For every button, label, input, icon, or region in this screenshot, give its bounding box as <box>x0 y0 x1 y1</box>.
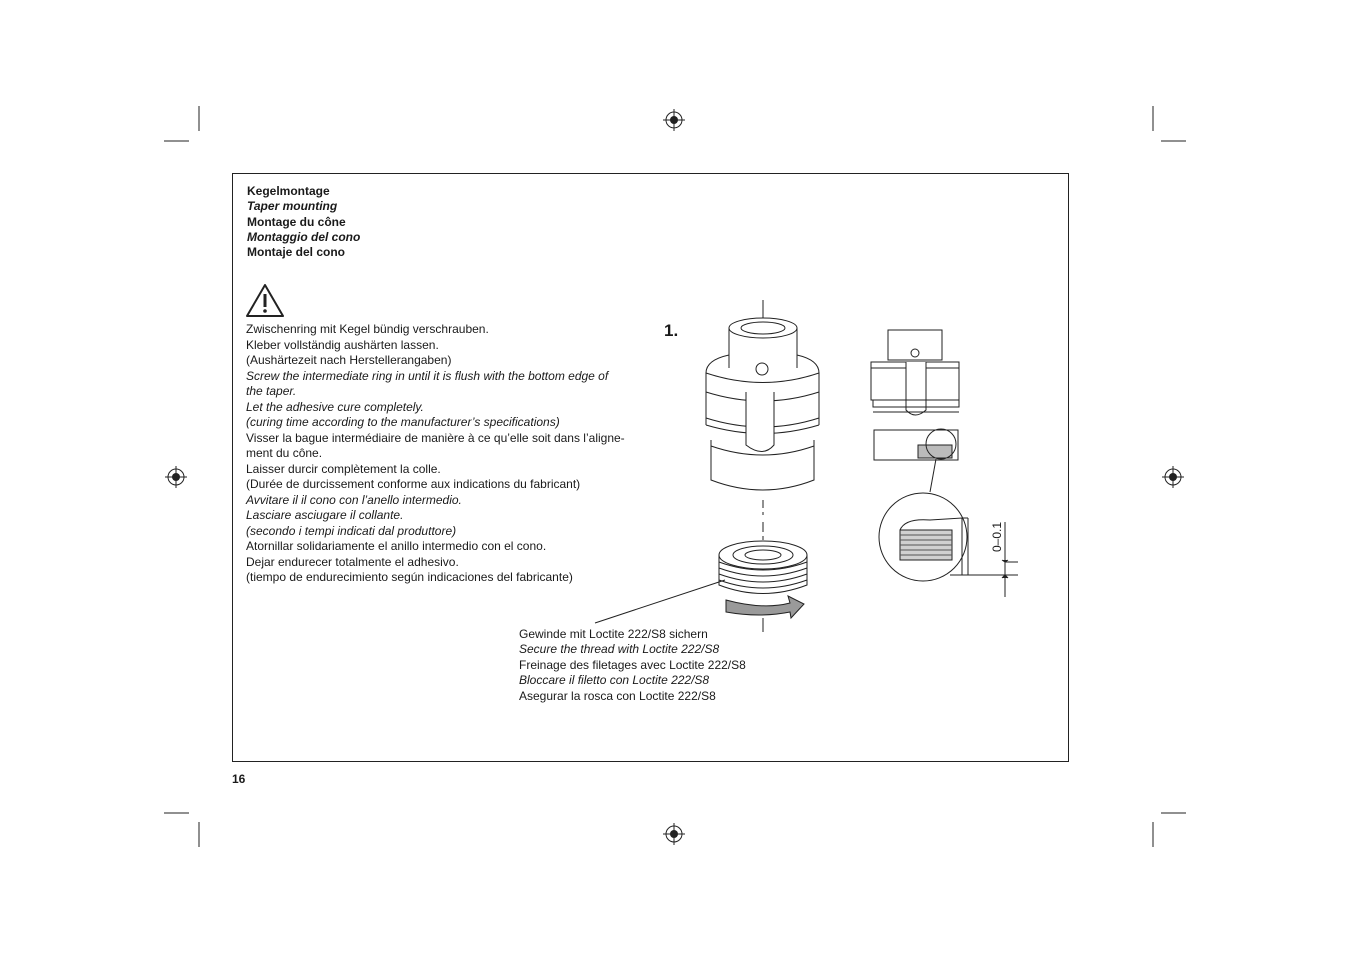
instruction-line: (tiempo de endurecimiento según indicaci… <box>246 570 573 584</box>
heading-fr: Montage du cône <box>247 214 346 229</box>
heading-block: Kegelmontage Taper mounting Montage du c… <box>247 184 360 260</box>
caption-line: Secure the thread with Loctite 222/S8 <box>519 642 720 657</box>
instruction-line: (curing time according to the manufactur… <box>246 415 560 429</box>
registration-mark-icon <box>1162 466 1184 488</box>
instruction-line: (secondo i tempi indicati dal produttore… <box>246 523 457 538</box>
instruction-line: Kleber vollständig aushärten lassen. <box>246 337 439 352</box>
instruction-line: Zwischenring mit Kegel bündig verschraub… <box>246 322 489 336</box>
instruction-line: Screw the intermediate ring in until it … <box>246 368 609 383</box>
instruction-line: Atornillar solidariamente el anillo inte… <box>246 539 547 553</box>
page-number: 16 <box>232 772 246 786</box>
heading-en: Taper mounting <box>247 199 338 214</box>
heading-it: Montaggio del cono <box>247 229 361 244</box>
instruction-line: Lasciare asciugare il collante. <box>246 508 404 522</box>
heading-de: Kegelmontage <box>247 184 330 198</box>
registration-mark-icon <box>663 823 685 845</box>
instruction-line: Dejar endurecer totalmente el adhesivo. <box>246 554 459 569</box>
instruction-line: Avvitare il il cono con l’anello interme… <box>246 492 462 507</box>
caption-line: Asegurar la rosca con Loctite 222/S8 <box>519 688 716 703</box>
instruction-line: Laisser durcir complètement la colle. <box>246 461 441 476</box>
instruction-line: Visser la bague intermédiaire de manière… <box>246 430 625 445</box>
caption-line: Freinage des filetages avec Loctite 222/… <box>519 657 746 672</box>
instruction-line: the taper. <box>246 384 297 398</box>
instruction-line: (Aushärtezeit nach Herstellerangaben) <box>246 353 452 367</box>
content-frame <box>232 173 1069 762</box>
dimension-label: 0–0.1 <box>990 521 1005 553</box>
instruction-line: ment du cône. <box>246 446 323 460</box>
instruction-line: Let the adhesive cure completely. <box>246 399 424 414</box>
caption-line: Gewinde mit Loctite 222/S8 sichern <box>519 627 708 641</box>
caption-line: Bloccare il filetto con Loctite 222/S8 <box>519 673 710 688</box>
registration-mark-icon <box>663 109 685 131</box>
step-number: 1. <box>664 321 679 340</box>
instruction-line: (Durée de durcissement conforme aux indi… <box>246 477 581 491</box>
rotation-arrow-icon <box>725 595 805 620</box>
instruction-text: Zwischenring mit Kegel bündig verschraub… <box>246 322 636 586</box>
registration-mark-icon <box>165 466 187 488</box>
heading-es: Montaje del cono <box>247 245 346 260</box>
